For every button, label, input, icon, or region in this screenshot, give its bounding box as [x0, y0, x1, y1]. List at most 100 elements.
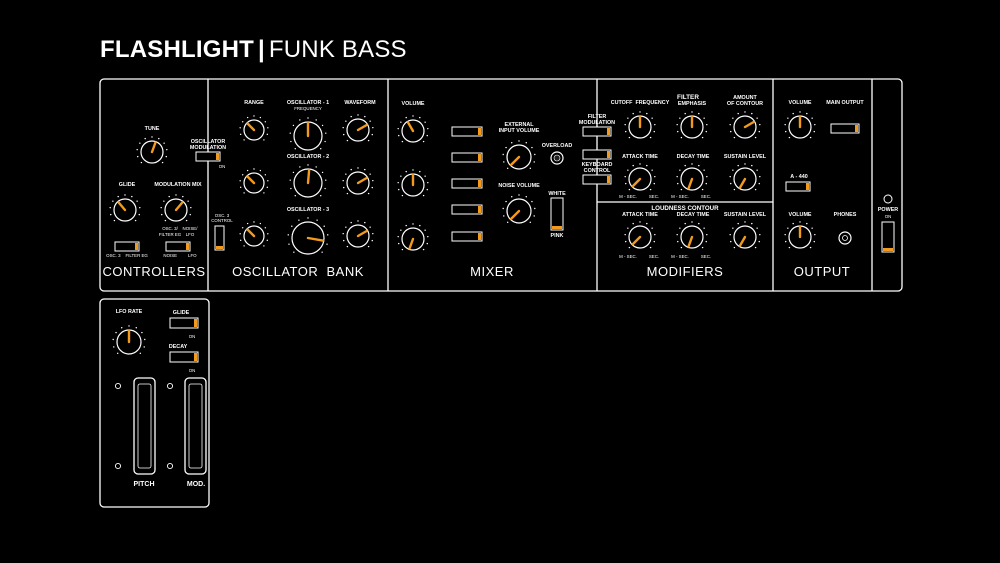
filter-sustain-knob[interactable]: [729, 163, 761, 191]
osc2-on-switch[interactable]: [451, 178, 483, 189]
noise-volume-knob[interactable]: [502, 194, 536, 224]
pitch-wheel[interactable]: [133, 377, 156, 475]
knob-tick: [506, 167, 509, 170]
knob-tick: [190, 206, 192, 209]
tune-knob[interactable]: [136, 136, 168, 164]
knob-tick: [502, 207, 504, 210]
amount-of-contour-knob[interactable]: [729, 111, 761, 139]
screw-icon: [166, 382, 174, 390]
knob-tick: [529, 167, 532, 170]
osc-mod-label-1: OSCILLATOR: [191, 139, 226, 145]
ext-input-on-switch[interactable]: [451, 152, 483, 163]
filter-decay-knob[interactable]: [676, 163, 708, 191]
box-decay-switch[interactable]: [169, 351, 199, 363]
filter-modulation-label-1: FILTER: [588, 114, 607, 120]
osc2-volume-knob[interactable]: [397, 169, 429, 197]
filter-decay-label: DECAY TIME: [677, 154, 710, 160]
switch-body: [169, 317, 199, 329]
main-output-switch[interactable]: [830, 123, 860, 134]
noise-lfo-switch[interactable]: [165, 241, 191, 252]
osc1-frequency-knob[interactable]: [289, 117, 327, 151]
osc-mod-on: ON: [219, 164, 226, 169]
filter-attack-msec: M - SEC.: [619, 194, 637, 199]
knob-tick: [323, 225, 325, 227]
knob-tick: [427, 127, 429, 130]
osc3-volume-knob[interactable]: [397, 223, 429, 251]
loudness-attack-knob[interactable]: [624, 221, 656, 249]
modulation-mix-knob[interactable]: [160, 194, 192, 222]
a440-switch[interactable]: [785, 181, 811, 192]
osc3-on-switch[interactable]: [451, 231, 483, 242]
knob-tick: [426, 134, 428, 137]
box-glide-switch[interactable]: [169, 317, 199, 329]
knob-tick: [371, 239, 373, 242]
main-volume-knob[interactable]: [784, 111, 816, 139]
filter-attack-knob[interactable]: [624, 163, 656, 191]
osc2-frequency-knob[interactable]: [289, 164, 327, 198]
knob-tick: [646, 222, 648, 225]
keyboard-control-2-switch[interactable]: [582, 174, 612, 185]
switch-body: [169, 351, 199, 363]
knob-tick: [136, 200, 138, 202]
filter-modulation-switch[interactable]: [582, 126, 612, 137]
knob-tick: [649, 246, 652, 249]
osc3-filter-eg-switch[interactable]: [114, 241, 140, 252]
knob-tick: [357, 114, 359, 116]
filter-eg-lfo-label-2: LFO: [186, 232, 195, 237]
knob-tick: [703, 169, 705, 171]
glide-knob[interactable]: [109, 194, 141, 222]
osc3-waveform-knob[interactable]: [342, 220, 374, 248]
loudness-decay-knob[interactable]: [676, 221, 708, 249]
knob-tick: [315, 119, 317, 121]
osc3-control-switch[interactable]: [214, 225, 225, 251]
loudness-sustain-knob[interactable]: [729, 221, 761, 249]
knob-tick: [294, 148, 296, 150]
knob-tick: [372, 179, 374, 182]
emphasis-knob[interactable]: [676, 111, 708, 139]
power-on-label: ON: [885, 214, 892, 219]
knob-pointer: [743, 120, 755, 129]
power-switch[interactable]: [881, 221, 895, 253]
osc3-control-label-2: CONTROL: [211, 218, 233, 223]
noise-on-switch[interactable]: [451, 204, 483, 215]
knob-tick: [691, 163, 693, 165]
phones-volume-knob[interactable]: [784, 221, 816, 249]
knob-tick: [533, 215, 535, 217]
osc1-waveform-knob[interactable]: [342, 114, 374, 142]
knob-tick: [627, 117, 629, 119]
knob-tick: [758, 240, 760, 243]
knob-tick: [639, 221, 641, 223]
osc3-frequency-knob[interactable]: [287, 217, 329, 255]
knob-tick: [701, 246, 704, 249]
knob-tick: [701, 136, 704, 139]
knob-tick: [325, 179, 327, 181]
osc3-range-knob[interactable]: [239, 221, 269, 247]
knob-pointer: [306, 236, 324, 242]
knob-tick: [400, 229, 402, 231]
keyboard-control-1-switch[interactable]: [582, 149, 612, 160]
cutoff-frequency-knob[interactable]: [624, 111, 656, 139]
knob-tick: [785, 130, 787, 133]
osc2-waveform-knob[interactable]: [342, 167, 374, 195]
knob-tick: [371, 133, 373, 136]
osc1-range-knob[interactable]: [239, 115, 269, 141]
knob-tick: [160, 206, 162, 209]
lfo-rate-knob[interactable]: [112, 325, 146, 355]
osc3-noise-label-2: NOISE/: [183, 226, 199, 231]
osc2-range-knob[interactable]: [239, 168, 269, 194]
knob-tick: [299, 166, 301, 168]
switch-body: [451, 178, 483, 189]
knob-tick: [239, 127, 241, 129]
mod-wheel[interactable]: [184, 377, 207, 475]
external-input-knob[interactable]: [502, 140, 536, 170]
osc1-volume-knob[interactable]: [397, 115, 429, 143]
osc1-on-switch[interactable]: [451, 126, 483, 137]
a440-label: A - 440: [790, 174, 807, 180]
knob-tick: [679, 227, 681, 229]
osc-modulation-switch[interactable]: [195, 151, 221, 162]
filter-attack-sec: SEC.: [649, 194, 659, 199]
knob-tick: [294, 195, 296, 197]
white-pink-switch[interactable]: [550, 197, 564, 231]
phones-jack[interactable]: [838, 231, 852, 245]
knob-tick: [751, 164, 753, 167]
